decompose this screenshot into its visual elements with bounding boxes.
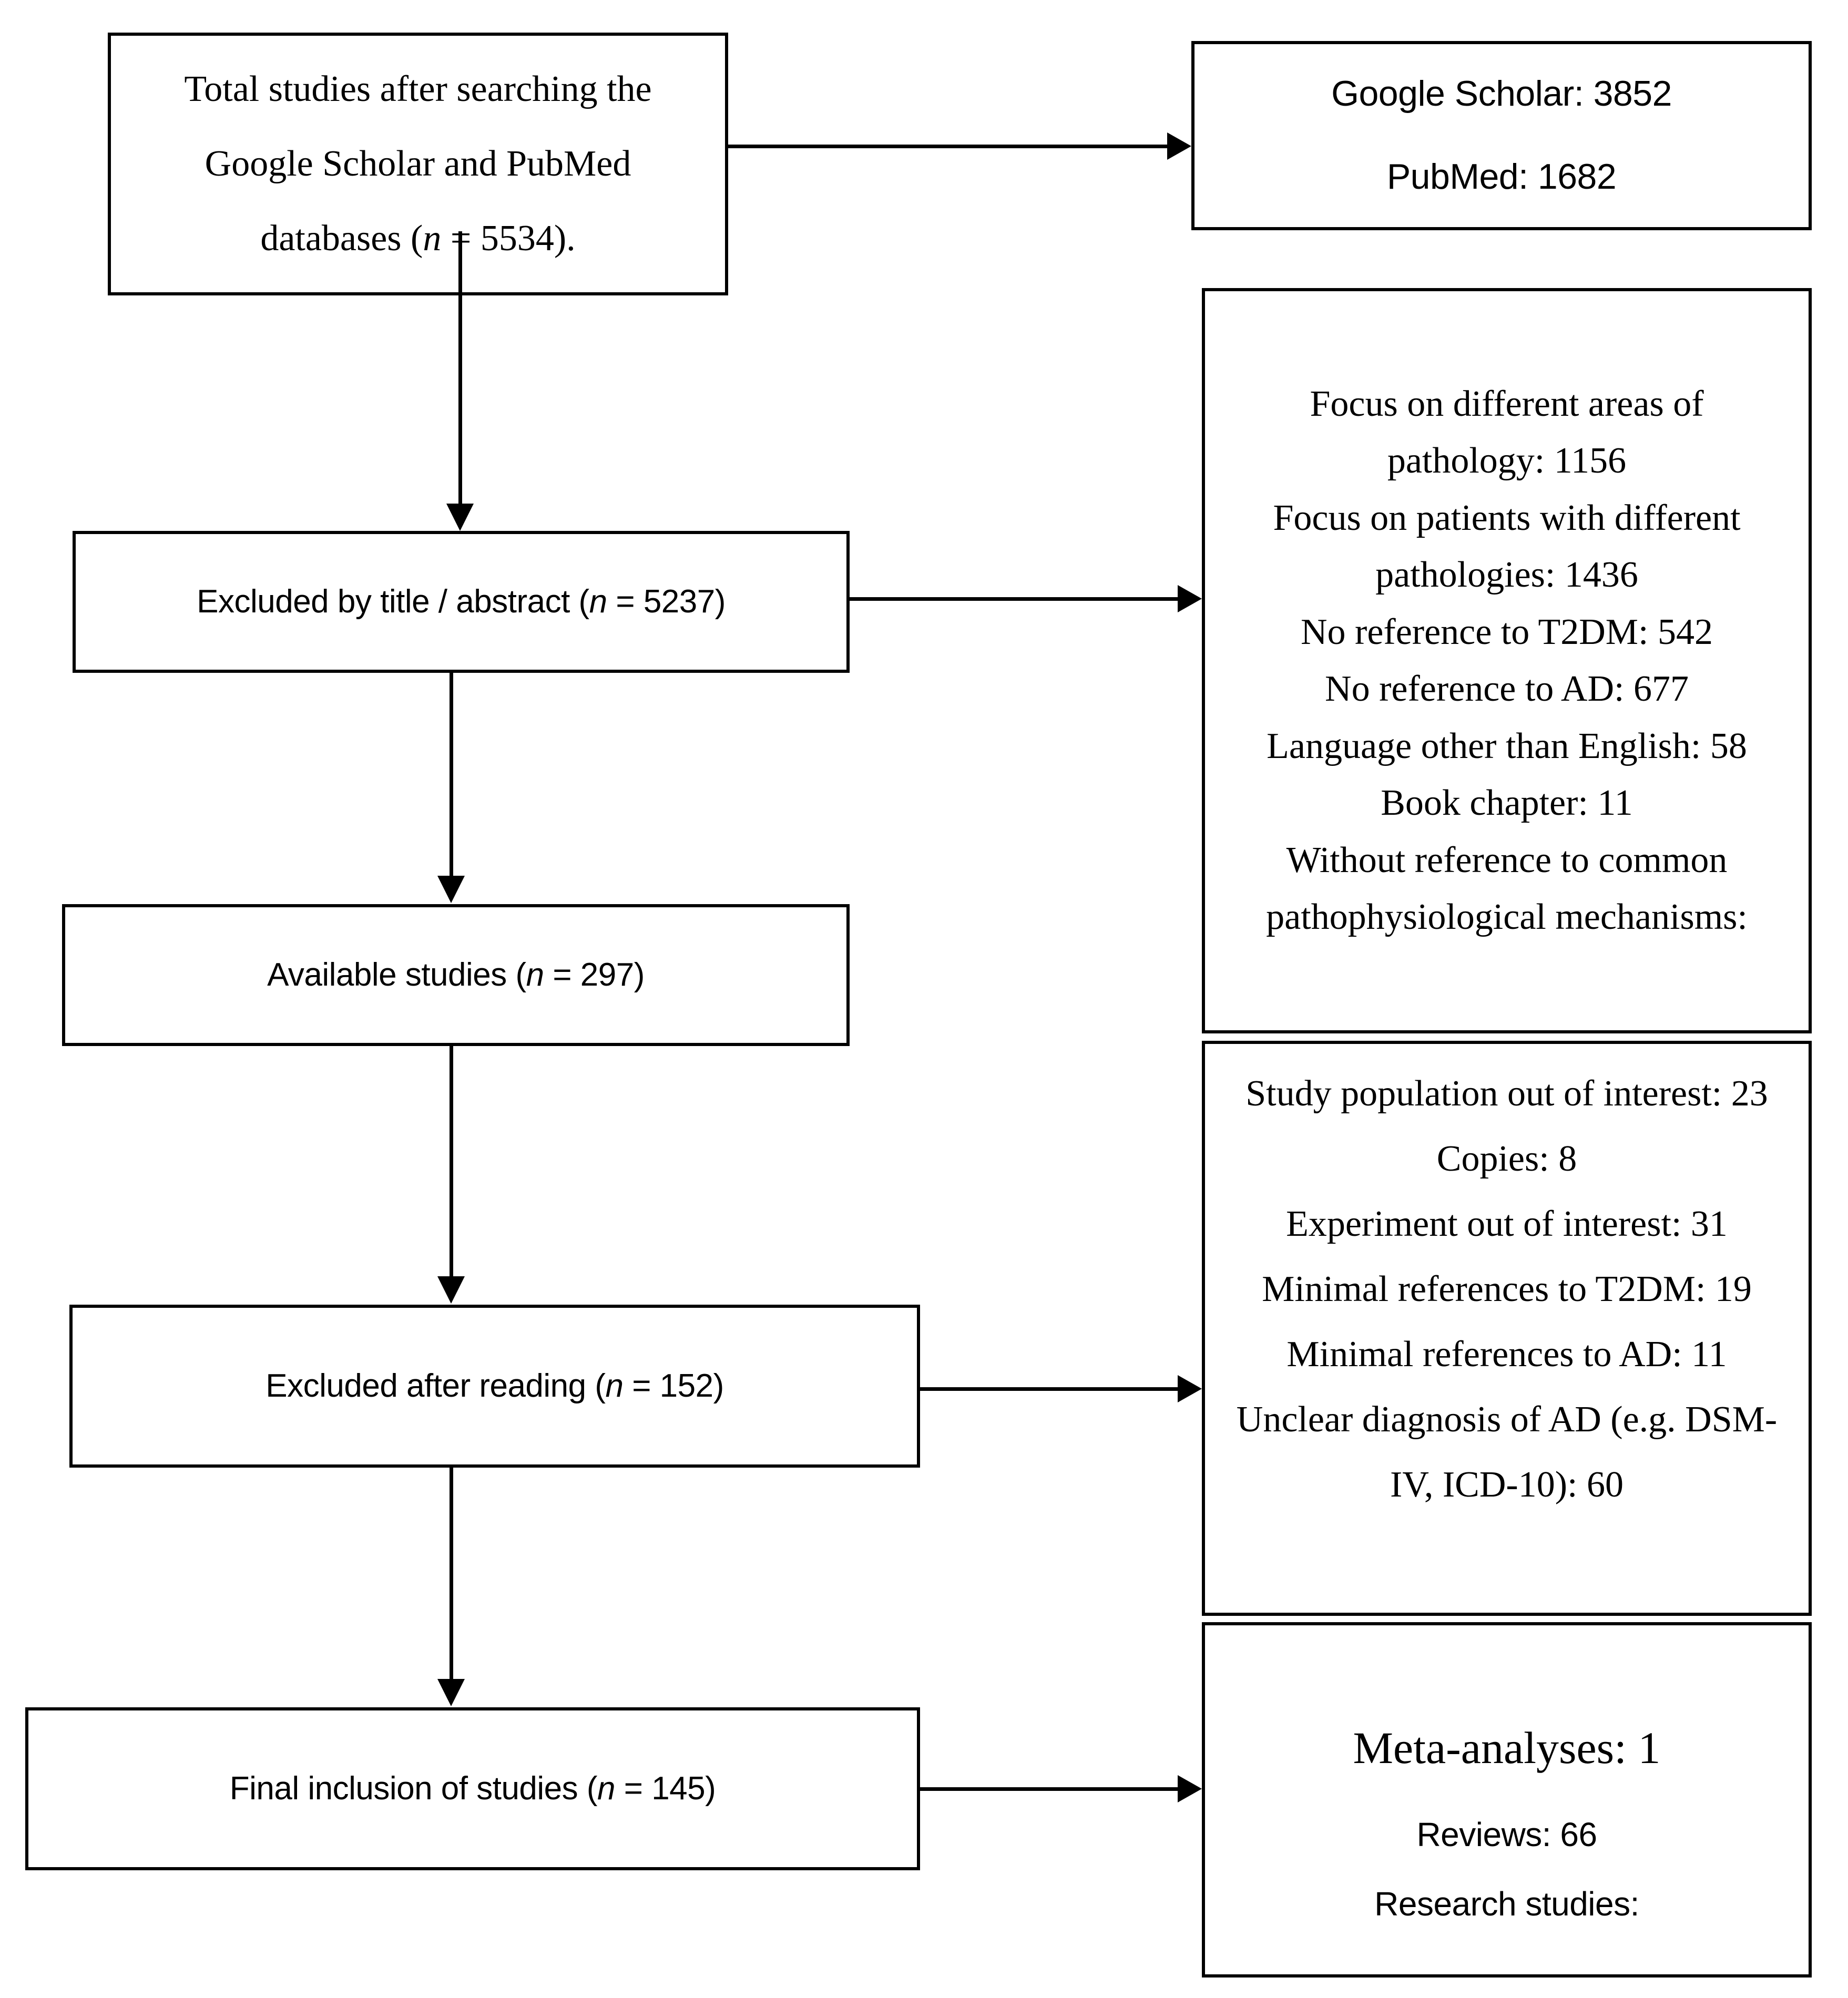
arrowhead-final-to-study-types <box>1178 1775 1202 1802</box>
connector-total-to-databases <box>728 145 1169 148</box>
available-studies-label: Available studies (n = 297) <box>267 957 645 993</box>
excluded-after-reading-label: Excluded after reading (n = 152) <box>266 1368 724 1405</box>
connector-available-to-excluded-reading <box>450 1044 453 1277</box>
meta-analyses-count: Meta-analyses: 1 <box>1353 1723 1661 1773</box>
exclusion-reason-1a: Focus on different areas of <box>1310 383 1704 424</box>
connector-excluded-reading-to-final <box>450 1466 453 1680</box>
reading-exclusion-reason-6b: IV, ICD-10): 60 <box>1390 1464 1624 1505</box>
reviews-count: Reviews: 66 <box>1416 1816 1597 1853</box>
flow-box-total-studies: Total studies after searching the Google… <box>108 33 728 295</box>
pubmed-count: PubMed: 1682 <box>1386 157 1617 197</box>
flow-box-excluded-after-reading: Excluded after reading (n = 152) <box>69 1305 920 1468</box>
exclusion-reason-3: No reference to T2DM: 542 <box>1300 611 1713 652</box>
n-symbol: n <box>423 218 442 259</box>
arrowhead-excluded-title-to-reasons <box>1178 585 1202 612</box>
reading-exclusion-reason-2: Copies: 8 <box>1436 1139 1577 1179</box>
connector-final-to-study-types <box>917 1787 1179 1791</box>
reading-exclusion-reason-6a: Unclear diagnosis of AD (e.g. DSM- <box>1236 1399 1778 1440</box>
total-studies-line-1: Total studies after searching the <box>184 69 652 109</box>
arrowhead-excluded-reading-to-final <box>437 1679 465 1706</box>
reading-exclusion-reason-3: Experiment out of interest: 31 <box>1286 1204 1728 1244</box>
flow-box-final-inclusion: Final inclusion of studies (n = 145) <box>25 1707 920 1870</box>
side-box-database-counts: Google Scholar: 3852 PubMed: 1682 <box>1191 41 1812 230</box>
arrowhead-excluded-title-to-available <box>437 876 465 903</box>
excluded-title-abstract-label: Excluded by title / abstract (n = 5237) <box>197 583 726 620</box>
arrowhead-total-to-excluded-title <box>446 504 474 531</box>
reading-exclusion-reason-4: Minimal references to T2DM: 19 <box>1262 1269 1752 1309</box>
reading-exclusion-reason-5: Minimal references to AD: 11 <box>1287 1334 1727 1375</box>
exclusion-reason-2b: pathologies: 1436 <box>1375 555 1638 595</box>
arrowhead-total-to-databases <box>1167 132 1191 160</box>
side-box-included-study-types: Meta-analyses: 1 Reviews: 66 Research st… <box>1202 1622 1812 1977</box>
n-symbol: n <box>597 1770 616 1807</box>
exclusion-reason-4: No reference to AD: 677 <box>1325 669 1689 709</box>
connector-excluded-title-to-reasons <box>846 597 1179 601</box>
side-box-exclusion-reasons-after-reading: Study population out of interest: 23 Cop… <box>1202 1041 1812 1616</box>
exclusion-reason-6: Book chapter: 11 <box>1381 783 1633 823</box>
n-symbol: n <box>526 957 544 993</box>
n-symbol: n <box>605 1368 624 1405</box>
arrowhead-available-to-excluded-reading <box>437 1276 465 1304</box>
reading-exclusion-reason-1: Study population out of interest: 23 <box>1245 1073 1768 1114</box>
n-symbol: n <box>589 583 607 620</box>
connector-excluded-reading-to-reasons <box>917 1387 1179 1391</box>
connector-total-to-excluded-title <box>458 231 462 506</box>
exclusion-reason-7a: Without reference to common <box>1286 839 1728 880</box>
exclusion-reason-2a: Focus on patients with different <box>1273 497 1741 538</box>
total-studies-line-2: Google Scholar and PubMed <box>205 144 631 184</box>
side-box-exclusion-reasons-title-abstract: Focus on different areas of pathology: 1… <box>1202 288 1812 1033</box>
google-scholar-count: Google Scholar: 3852 <box>1331 74 1672 114</box>
total-studies-line-3: databases (n = 5534). <box>260 218 576 259</box>
research-studies-count: Research studies: <box>1374 1885 1639 1923</box>
final-inclusion-label: Final inclusion of studies (n = 145) <box>229 1770 716 1807</box>
exclusion-reason-7b: pathophysiological mechanisms: <box>1266 897 1748 937</box>
exclusion-reason-5: Language other than English: 58 <box>1267 725 1747 766</box>
arrowhead-excluded-reading-to-reasons <box>1178 1375 1202 1402</box>
flow-box-excluded-title-abstract: Excluded by title / abstract (n = 5237) <box>73 531 850 673</box>
connector-excluded-title-to-available <box>450 671 453 877</box>
flow-box-available-studies: Available studies (n = 297) <box>62 904 850 1046</box>
exclusion-reason-1b: pathology: 1156 <box>1387 440 1627 481</box>
